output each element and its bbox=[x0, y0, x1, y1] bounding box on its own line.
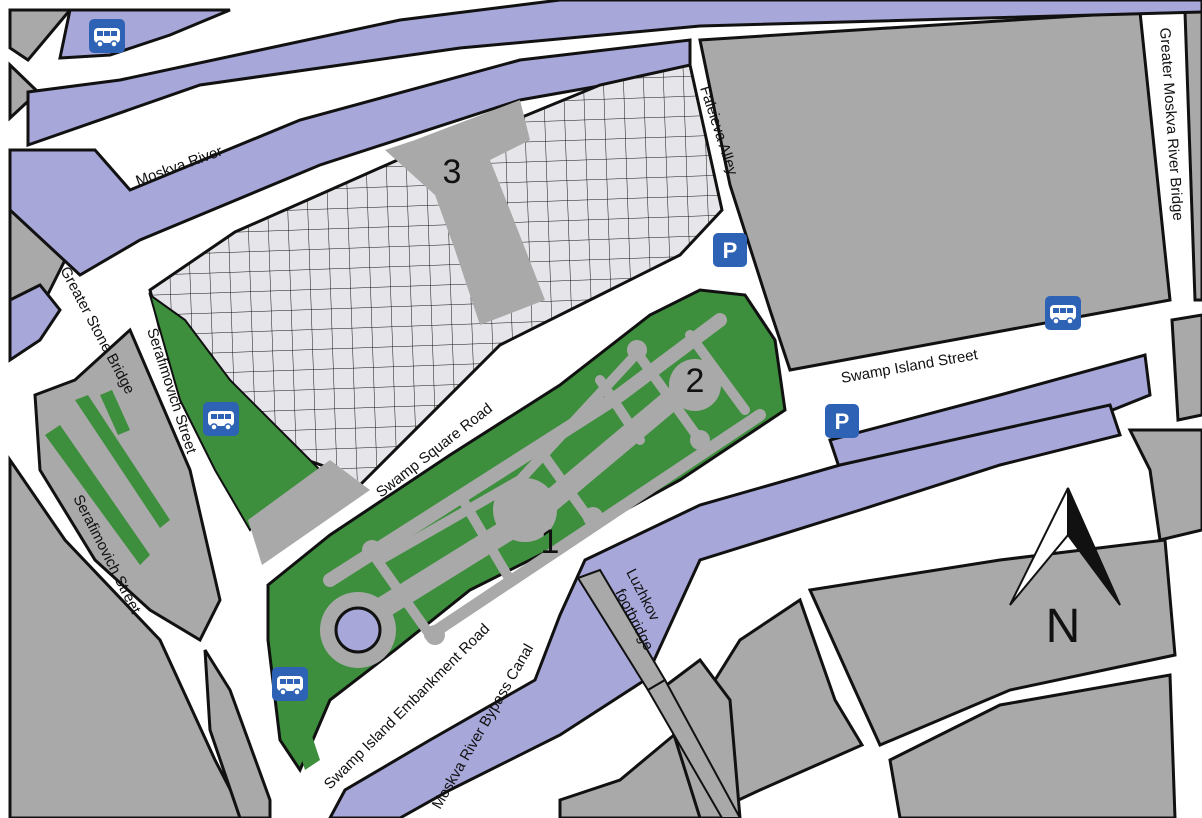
north-label: N bbox=[1046, 600, 1081, 653]
bus-stop-icon[interactable] bbox=[88, 18, 126, 54]
bus-stop-icon[interactable] bbox=[1044, 295, 1082, 331]
area-1-label: 1 bbox=[541, 523, 560, 561]
bus-stop-icon[interactable] bbox=[271, 666, 309, 702]
gray-lot bbox=[248, 460, 370, 565]
city-blocks bbox=[8, 8, 1202, 818]
area-2-label: 2 bbox=[686, 362, 705, 400]
fountain bbox=[334, 606, 382, 654]
parking-icon[interactable]: P bbox=[825, 404, 859, 438]
west-park-stripes bbox=[45, 390, 170, 565]
area-3-label: 3 bbox=[443, 153, 462, 191]
svg-text:P: P bbox=[723, 238, 738, 263]
moskva-river-west bbox=[8, 38, 692, 277]
moskva-river bbox=[26, 0, 1202, 148]
north-arrow-icon: N bbox=[1009, 487, 1121, 653]
bus-stop-icon[interactable] bbox=[202, 401, 240, 437]
svg-text:P: P bbox=[835, 409, 850, 434]
luzhkov-footbridge bbox=[576, 568, 742, 818]
park-sw bbox=[285, 640, 320, 770]
area-3-building bbox=[385, 100, 545, 325]
bypass-canal bbox=[328, 403, 1122, 818]
moskva-river-left bbox=[8, 283, 62, 363]
parking-icon[interactable]: P bbox=[713, 233, 747, 267]
